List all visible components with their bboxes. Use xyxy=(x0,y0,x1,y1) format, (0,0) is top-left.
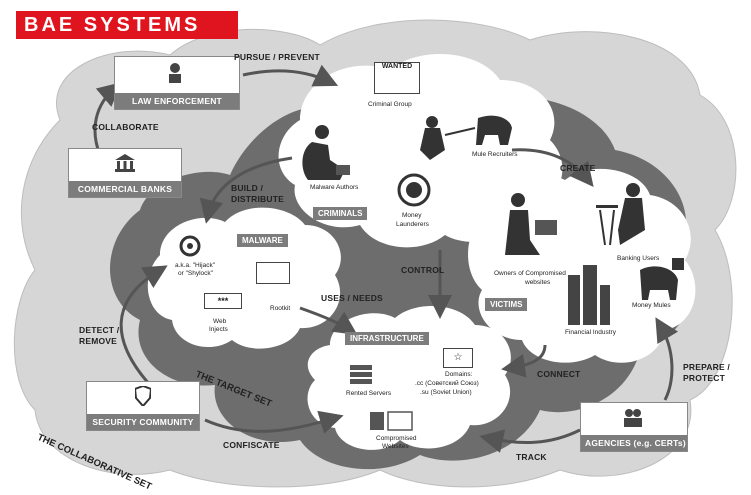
confiscate-arrow xyxy=(204,410,344,434)
launderers-label: Launderers xyxy=(396,221,429,228)
bank-icon xyxy=(115,154,135,177)
domains-star-icon: ☆ xyxy=(443,348,473,368)
money-label: Money xyxy=(402,212,422,219)
rootkit-label: Rootkit xyxy=(270,305,291,312)
wanted-label: WANTED xyxy=(381,63,413,70)
build-arrow xyxy=(199,156,293,224)
detect-label: DETECT / xyxy=(79,325,120,335)
track-label: TRACK xyxy=(516,452,547,462)
law-enforcement-label: LAW ENFORCEMENT xyxy=(115,93,239,109)
agencies-label: AGENCIES (e.g. CERTs) xyxy=(581,435,687,451)
domains-cc-label: .cc (Советский Союз) xyxy=(415,380,479,387)
mule-recruiter-figure xyxy=(420,115,512,160)
banking-user-figure xyxy=(596,183,645,246)
prepare-label: PREPARE / xyxy=(683,362,730,372)
banking-users-label: Banking Users xyxy=(617,255,660,262)
connect-label: CONNECT xyxy=(537,369,581,379)
police-icon xyxy=(167,61,183,83)
agencies-card: AGENCIES (e.g. CERTs) xyxy=(580,402,688,452)
server-figure xyxy=(350,365,372,384)
create-arrow xyxy=(511,148,594,188)
owners-label: Owners of Compromised xyxy=(494,270,566,277)
security-community-label: SECURITY COMMUNITY xyxy=(87,414,199,430)
web-label: Web xyxy=(213,318,227,325)
victims-tag: VICTIMS xyxy=(485,298,528,311)
financial-industry-label: Financial Industry xyxy=(565,329,616,336)
create-label: CREATE xyxy=(560,163,596,173)
pursue-label: PURSUE / PREVENT xyxy=(234,52,320,62)
protect-label: PROTECT xyxy=(683,373,726,383)
collaborate-label: COLLABORATE xyxy=(92,122,159,132)
criminal-group-label: Criminal Group xyxy=(368,101,412,108)
hazard-figure xyxy=(179,235,201,257)
mule-recruiters-label: Mule Recruiters xyxy=(472,151,518,158)
injects-label: Injects xyxy=(209,326,228,333)
rented-servers-label: Rented Servers xyxy=(346,390,392,397)
malware-cloud xyxy=(147,207,341,349)
law-enforcement-card: LAW ENFORCEMENT xyxy=(114,56,240,110)
website-figure xyxy=(370,411,413,431)
uses-arrow xyxy=(299,306,358,335)
rootkit-monitor-icon xyxy=(256,262,290,284)
detect-arrow xyxy=(119,265,168,386)
infrastructure-tag: INFRASTRUCTURE xyxy=(345,332,429,345)
web-injects-icon: *** xyxy=(204,293,242,309)
money-mule-figure xyxy=(640,258,684,300)
commercial-banks-card: COMMERCIAL BANKS xyxy=(68,148,182,198)
shylock-label: or "Shylock" xyxy=(178,270,213,277)
remove-label: REMOVE xyxy=(79,336,118,346)
hijack-label: a.k.a. "Hijack" xyxy=(175,262,216,269)
connect-arrow xyxy=(501,344,547,378)
criminals-tag: CRIMINALS xyxy=(313,207,368,220)
confiscate-label: CONFISCATE xyxy=(223,440,280,450)
distribute-label: DISTRIBUTE xyxy=(231,194,284,204)
malware-authors-label: Malware Authors xyxy=(310,184,359,191)
malware-author-figure xyxy=(302,125,350,180)
control-label: CONTROL xyxy=(401,265,445,275)
websites-label: websites xyxy=(525,279,551,286)
financial-buildings-figure xyxy=(568,265,610,325)
bae-systems-logo: BAE SYSTEMS xyxy=(16,11,238,39)
domains-label: Domains: xyxy=(445,371,473,378)
security-community-card: SECURITY COMMUNITY xyxy=(86,381,200,431)
shield-icon xyxy=(133,384,153,411)
criminals-cloud xyxy=(278,53,563,248)
domains-su-label: .su (Soviet Union) xyxy=(420,389,472,396)
build-label: BUILD / xyxy=(231,183,264,193)
uses-needs-label: USES / NEEDS xyxy=(321,293,383,303)
compromised-label: Compromised xyxy=(376,435,417,442)
commercial-banks-label: COMMERCIAL BANKS xyxy=(69,181,181,197)
victim-owner-figure xyxy=(505,193,557,255)
track-arrow xyxy=(479,428,581,453)
malware-tag: MALWARE xyxy=(237,234,288,247)
money-mules-label: Money Mules xyxy=(632,302,671,309)
compromised-websites-label: Websites xyxy=(382,443,409,450)
money-launderer-figure xyxy=(397,173,431,207)
wanted-poster: WANTED xyxy=(374,62,420,94)
people-icon xyxy=(621,407,645,432)
prepare-arrow xyxy=(655,317,679,401)
pursue-arrow xyxy=(242,64,339,87)
